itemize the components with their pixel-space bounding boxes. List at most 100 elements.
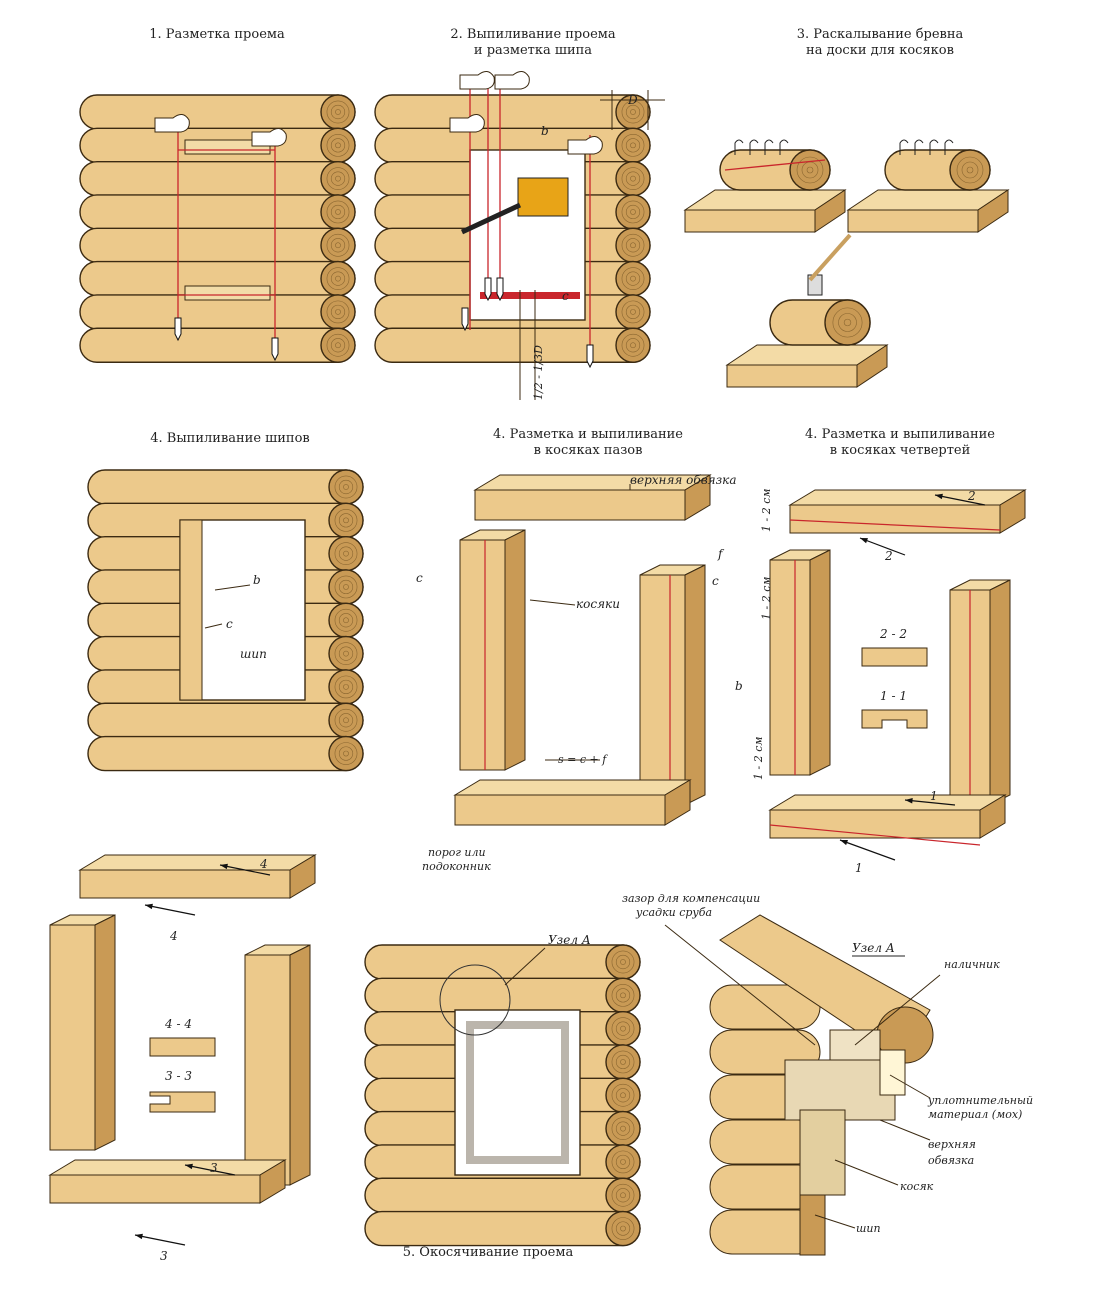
left-jamb-front	[459, 539, 506, 771]
title-4c-line1: 4. Разметка и выпиливание	[805, 427, 995, 442]
axe-handle	[808, 233, 852, 282]
log-end	[605, 977, 641, 1014]
board-front	[726, 364, 858, 388]
hand-icon	[154, 114, 190, 133]
log-end	[615, 127, 651, 164]
label-4-top: 4	[259, 857, 268, 871]
growth-ring	[630, 175, 636, 182]
label-D: D	[627, 93, 638, 107]
log-end	[615, 194, 651, 230]
growth-ring	[343, 550, 349, 557]
growth-ring	[326, 167, 350, 190]
growth-ring	[621, 233, 645, 257]
growth-ring	[832, 307, 863, 338]
leader-line	[814, 1214, 856, 1229]
wedge-icon	[944, 139, 954, 155]
growth-ring	[334, 575, 358, 599]
log-end	[789, 149, 831, 191]
growth-ring	[326, 200, 350, 224]
arrow-head	[220, 863, 228, 870]
top-beam-top	[788, 489, 1027, 506]
log-end	[615, 160, 651, 197]
arrow-head	[185, 1163, 193, 1170]
label-4-bottom: 4	[169, 929, 178, 943]
growth-ring	[343, 517, 349, 524]
stake-icon	[271, 337, 279, 362]
log	[87, 469, 364, 505]
label-c-left: c	[416, 571, 423, 585]
rebated-frame-parts	[48, 854, 317, 1246]
label-seal-1: уплотнительный	[927, 1094, 1033, 1107]
leader-line	[889, 1074, 931, 1099]
arrow-line	[934, 494, 986, 506]
growth-ring	[625, 238, 641, 253]
arrow-line	[144, 904, 196, 916]
growth-ring	[611, 1150, 635, 1174]
arrow-line	[859, 537, 906, 556]
growth-ring	[621, 267, 645, 290]
wedge-icon	[914, 139, 924, 155]
log-end	[605, 1010, 641, 1047]
jamb-rebate-panel	[768, 489, 1027, 861]
wall-panel-1	[79, 94, 356, 363]
growth-ring	[621, 133, 645, 157]
growth-ring	[611, 1117, 635, 1140]
growth-ring	[335, 242, 341, 249]
drawing-layer	[48, 71, 1027, 1256]
growth-ring	[961, 161, 979, 179]
title-5: 5. Окосячивание проема	[403, 1245, 574, 1260]
growth-ring	[326, 233, 350, 257]
sill-top	[768, 794, 1007, 811]
right-jamb-front	[639, 574, 686, 806]
growth-ring	[338, 646, 354, 661]
log-end	[320, 194, 356, 230]
node-a-detail	[664, 914, 941, 1256]
jamb-section	[799, 1109, 846, 1196]
right-jamb-side	[289, 944, 311, 1186]
log-end	[320, 94, 356, 130]
growth-ring	[330, 271, 346, 286]
arrow-head	[135, 1233, 143, 1240]
title-3-line2: на доски для косяков	[806, 43, 954, 58]
mark-line	[789, 519, 1001, 531]
chainsaw-bar	[460, 202, 522, 235]
label-gap-top: 1 - 2 см	[760, 489, 773, 532]
title-4: 4. Выпиливание шипов	[150, 431, 309, 446]
log	[87, 735, 364, 772]
label-1-bottom: 1	[855, 861, 863, 875]
growth-ring	[615, 1188, 631, 1203]
title-1: 1. Разметка проема	[149, 27, 285, 42]
growth-ring	[620, 1092, 626, 1099]
wedge-icon	[899, 139, 909, 155]
growth-ring	[843, 318, 852, 327]
arrow-line	[184, 1164, 236, 1176]
growth-ring	[330, 104, 346, 120]
growth-ring	[335, 342, 341, 349]
growth-ring	[625, 138, 641, 153]
leader-line	[854, 974, 941, 1046]
leader-line	[834, 1159, 899, 1186]
growth-ring	[621, 300, 645, 324]
label-nalichnik: наличник	[944, 958, 1000, 971]
level-tool-bottom	[184, 285, 271, 301]
label-sill-1: порог или	[428, 846, 486, 859]
section-3-3	[149, 1091, 216, 1113]
growth-ring	[335, 209, 341, 215]
log-end	[605, 1144, 641, 1180]
growth-ring	[330, 238, 346, 253]
log-end	[320, 160, 356, 197]
log-end	[320, 127, 356, 164]
wall-panel-5	[364, 944, 641, 1247]
growth-ring	[343, 484, 349, 490]
growth-ring	[326, 333, 350, 357]
text-layer: 1. Разметка проема 2. Выпиливание проема…	[149, 27, 1033, 1263]
log-end	[605, 1210, 641, 1247]
log-end	[605, 1177, 641, 1213]
growth-ring	[338, 579, 354, 595]
growth-ring	[611, 1083, 635, 1107]
growth-ring	[625, 271, 641, 286]
growth-ring	[620, 992, 626, 999]
label-ratio: 1/2 - 1/3D	[532, 345, 545, 400]
label-c: c	[562, 289, 569, 303]
growth-ring	[620, 1125, 626, 1132]
